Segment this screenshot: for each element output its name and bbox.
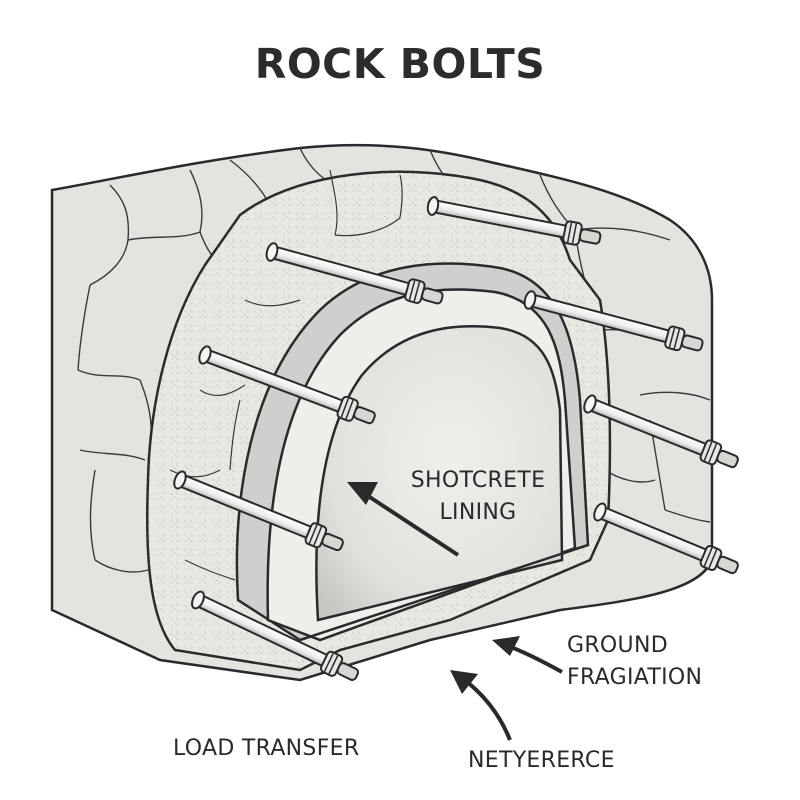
rock-bolt <box>198 345 376 425</box>
bolt-threaded-end <box>578 228 602 245</box>
bolt-threaded-end <box>680 334 704 352</box>
label-ground-fragiation: GROUND FRAGIATION <box>567 630 702 694</box>
rock-bolt <box>265 242 444 305</box>
page-title: ROCK BOLTS <box>254 40 546 88</box>
bolt-nut-ridge <box>708 549 718 569</box>
label-netyererce: NETYERERCE <box>468 748 615 773</box>
annotation-arrows <box>347 482 563 741</box>
bolt-nut-ridge <box>340 398 350 418</box>
bolt-threaded-end <box>716 449 739 469</box>
rock-bolt <box>583 394 739 469</box>
bolt-head <box>198 345 212 365</box>
bolt-head <box>173 470 187 490</box>
label-shotcrete-lining: SHOTCRETE LINING <box>398 465 558 529</box>
label-line: GROUND <box>567 633 668 658</box>
bolt-nut-ridge <box>668 327 676 348</box>
bolt-nut-ridge <box>673 328 681 349</box>
bolt-threaded-end <box>353 406 376 425</box>
arrow-ground-icon <box>492 636 563 674</box>
label-line: FRAGIATION <box>567 665 703 690</box>
bolt-nut-ridge <box>703 441 713 461</box>
arrow-netyererce-icon <box>450 670 512 741</box>
rock-bolt <box>426 196 602 246</box>
bolt-nut-ridge <box>323 653 334 672</box>
rock-bolt <box>191 590 360 681</box>
bolt-head <box>191 590 205 610</box>
bolt-nut-ridge <box>408 280 416 301</box>
label-load-transfer: LOAD TRANSFER <box>173 736 360 761</box>
arrow-shotcrete-icon <box>347 482 460 557</box>
bolt-head <box>426 196 440 216</box>
bolt-nut-ridge <box>413 281 421 302</box>
bolt-nut-ridge <box>308 524 318 544</box>
bolt-threaded-end <box>420 287 444 305</box>
bolt-nut-ridge <box>313 526 323 546</box>
bolt-nut-ridge <box>571 223 578 244</box>
bolt-nut-ridge <box>708 443 718 463</box>
rock-bolt <box>523 290 704 352</box>
bolt-threaded-end <box>716 555 739 575</box>
bolt-nut-ridge <box>703 547 713 567</box>
bolt-head <box>593 502 607 522</box>
bolt-nut-ridge <box>345 399 354 420</box>
rock-bolt <box>173 470 344 552</box>
bolt-threaded-end <box>336 662 360 681</box>
tunnel-opening <box>315 325 564 622</box>
bolt-nut-ridge <box>328 655 339 675</box>
bolt-nut-ridge <box>566 222 573 243</box>
rock-bolt <box>593 502 739 575</box>
bolt-threaded-end <box>321 532 344 552</box>
bolts-group <box>173 196 739 681</box>
label-line: SHOTCRETE <box>410 468 546 493</box>
label-line: LINING <box>439 500 517 525</box>
bolt-head <box>265 242 279 262</box>
bolt-head <box>583 394 597 414</box>
bolt-head <box>523 290 537 310</box>
